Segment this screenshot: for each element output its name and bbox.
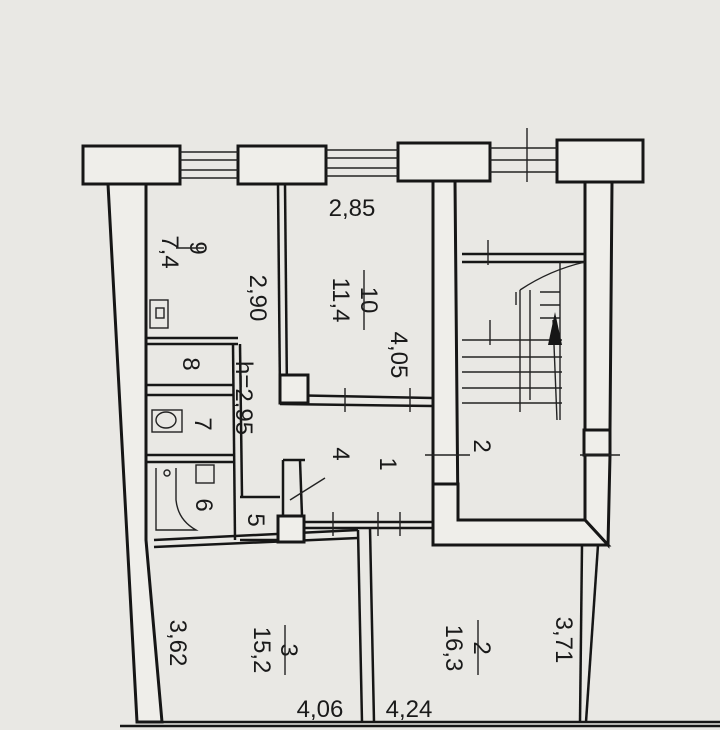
dim-4-05: 4,05 [385,332,412,379]
room-4-number: 4 [327,447,354,460]
window-middle [326,149,398,177]
room-5-number: 5 [242,513,269,526]
room-1-number: 1 [374,457,401,470]
fixtures [149,299,215,531]
room-10-number: 10 [355,287,382,314]
room-2-area: 16,3 [440,625,467,672]
room-8-number: 8 [177,357,204,370]
dim-2-90: 2,90 [244,275,271,322]
room-2-number: 2 [468,641,495,654]
room-3-area: 15,2 [248,627,275,674]
room-3-number: 3 [275,643,302,656]
bathtub-icon [155,468,199,531]
room-9-area: 7,4 [156,235,183,268]
dim-4-06: 4,06 [297,696,344,723]
dim-3-71: 3,71 [550,617,577,664]
window-left [180,151,238,179]
dim-4-24: 4,24 [386,696,433,723]
sink-icon [195,464,215,484]
labels: 9 7,4 10 11,4 2,85 2,90 4,05 h=2,95 8 7 … [156,195,577,723]
dim-2-85: 2,85 [329,195,376,222]
outer-walls [81,128,720,728]
stair-number: 2 [468,439,495,452]
room-10-area: 11,4 [327,278,354,323]
partitions [146,183,620,723]
staircase [462,240,586,421]
window-stair [490,128,557,182]
stair-arrow-icon [548,312,562,345]
room-7-number: 7 [189,417,216,430]
room-6-number: 6 [190,498,217,511]
dim-3-62: 3,62 [164,620,191,667]
toilet-icon [151,409,183,433]
kitchen-stove-icon [149,299,169,329]
dim-h-2-95: h=2,95 [230,361,257,435]
